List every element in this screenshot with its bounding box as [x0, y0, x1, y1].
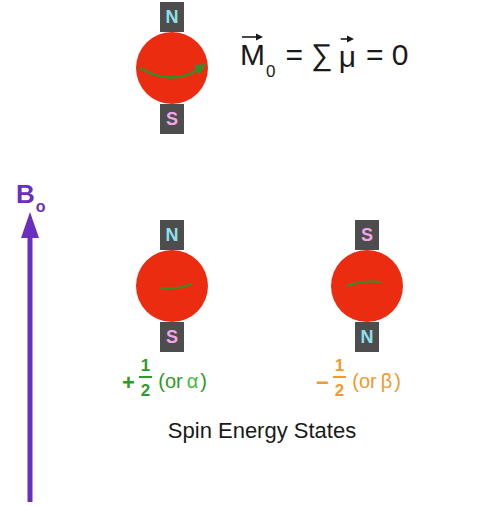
spin-alias: )	[200, 370, 207, 393]
fraction-bottom: 2	[141, 381, 150, 401]
pole-letter: N	[136, 224, 208, 246]
nucleus-sphere: SN	[331, 220, 403, 352]
spin-line	[347, 282, 381, 287]
spin-arrow-head	[194, 64, 206, 75]
vector-symbol: M	[240, 38, 265, 73]
spin-alias: β	[381, 370, 393, 393]
subscript: o	[36, 198, 46, 216]
nucleus-sphere: NS	[136, 2, 208, 134]
vector-symbol: μ	[339, 40, 356, 75]
field-arrow-line	[28, 230, 33, 502]
pole-letter: S	[136, 326, 208, 348]
caption-text: Spin Energy States	[168, 418, 356, 443]
fraction-bottom: 2	[335, 381, 344, 401]
spin-alias: )	[394, 370, 401, 393]
pole-letter: N	[136, 6, 208, 28]
formula-part: = ∑	[285, 38, 332, 73]
spin-sign: +	[122, 370, 135, 395]
sphere-body	[331, 250, 403, 322]
sphere-body	[136, 250, 208, 322]
spin-alias: (or	[352, 370, 376, 393]
fraction-top: 1	[139, 356, 152, 378]
spin-alias: α	[187, 370, 199, 393]
spin-alias: (or	[158, 370, 182, 393]
subscript: 0	[266, 62, 275, 82]
fraction-top: 1	[333, 356, 346, 378]
formula-part: = 0	[366, 38, 409, 73]
nucleus-sphere: NS	[136, 220, 208, 352]
sphere-body	[136, 32, 208, 104]
spin-arrow	[140, 68, 198, 78]
spin-line	[160, 284, 192, 289]
field-label: B	[16, 180, 35, 210]
pole-letter: S	[136, 108, 208, 130]
pole-letter: S	[331, 224, 403, 246]
field-arrow-head	[21, 212, 39, 238]
spin-sign: −	[316, 370, 329, 395]
pole-letter: N	[331, 326, 403, 348]
